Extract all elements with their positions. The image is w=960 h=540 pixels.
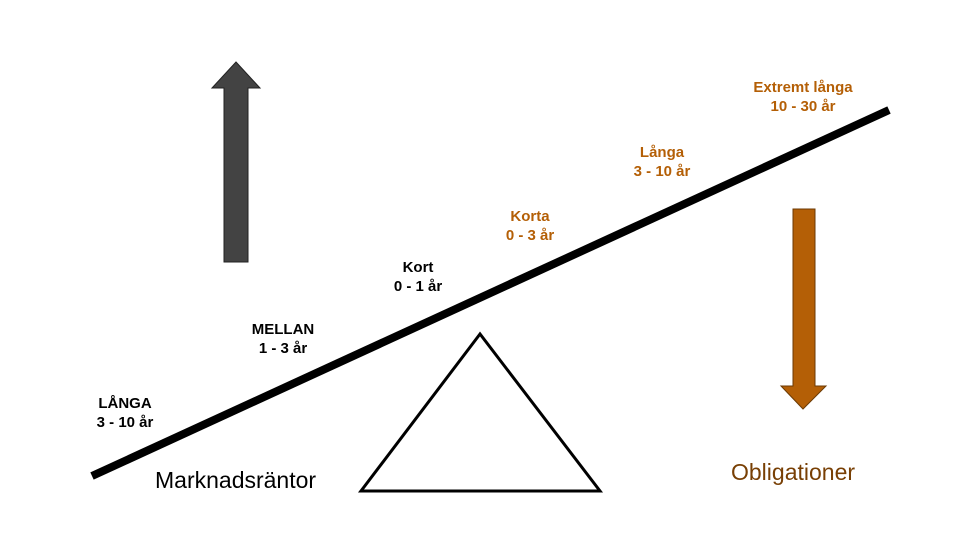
label-langa-rates: LÅNGA 3 - 10 år (97, 394, 154, 432)
label-range: 0 - 3 år (505, 227, 555, 244)
label-mellan-rates: MELLAN 1 - 3 år (252, 320, 315, 358)
label-kort-rates: Kort 0 - 1 år (394, 258, 442, 296)
label-name: Kort (402, 259, 434, 276)
label-langa-bonds: Långa 3 - 10 år (634, 143, 691, 181)
label-range: 3 - 10 år (96, 414, 154, 431)
label-name: Långa (639, 144, 685, 161)
label-name: Korta (510, 208, 550, 225)
label-range: 10 - 30 år (770, 98, 836, 115)
label-korta-bonds: Korta 0 - 3 år (506, 207, 554, 245)
down-arrow-icon (779, 208, 828, 410)
label-range: 3 - 10 år (633, 163, 691, 180)
seesaw-beam (90, 106, 891, 480)
label-range: 0 - 1 år (393, 278, 443, 295)
fulcrum-triangle (357, 331, 604, 493)
label-name: MELLAN (251, 321, 315, 338)
up-arrow-icon (210, 61, 262, 263)
label-range: 1 - 3 år (258, 340, 308, 357)
label-name: LÅNGA (98, 395, 152, 412)
bonds-title: Obligationer (731, 459, 856, 485)
label-extremt-langa-bonds: Extremt långa 10 - 30 år (753, 78, 852, 116)
market-rates-title: Marknadsräntor (155, 467, 317, 493)
label-name: Extremt långa (753, 79, 853, 96)
